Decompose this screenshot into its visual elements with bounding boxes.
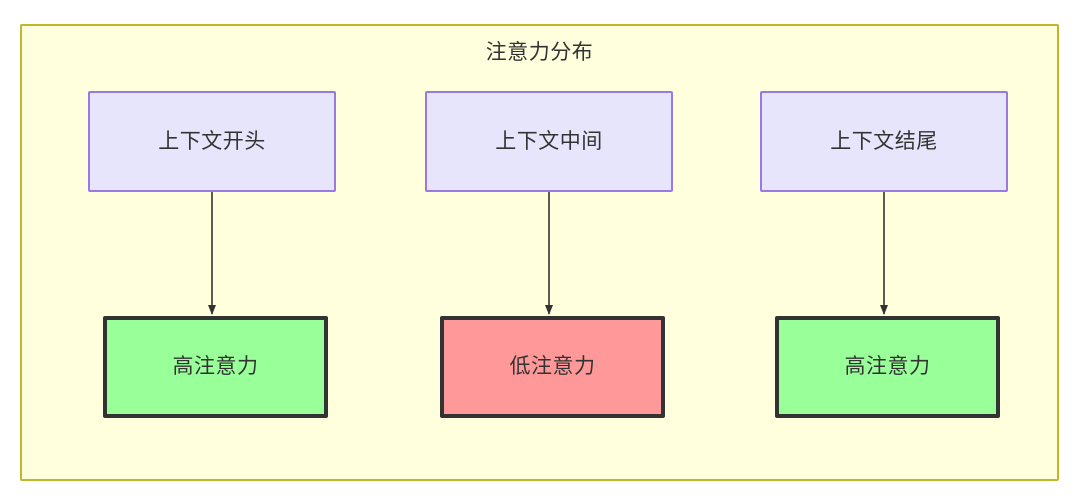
subgraph-title: 注意力分布: [485, 41, 594, 64]
node-attention-middle[interactable]: 低注意力: [440, 316, 665, 418]
node-attention-end[interactable]: 高注意力: [775, 316, 1000, 418]
node-context-middle[interactable]: 上下文中间: [425, 91, 673, 192]
node-context-begin[interactable]: 上下文开头: [88, 91, 336, 192]
node-context-end[interactable]: 上下文结尾: [760, 91, 1008, 192]
node-attention-begin[interactable]: 高注意力: [103, 316, 328, 418]
